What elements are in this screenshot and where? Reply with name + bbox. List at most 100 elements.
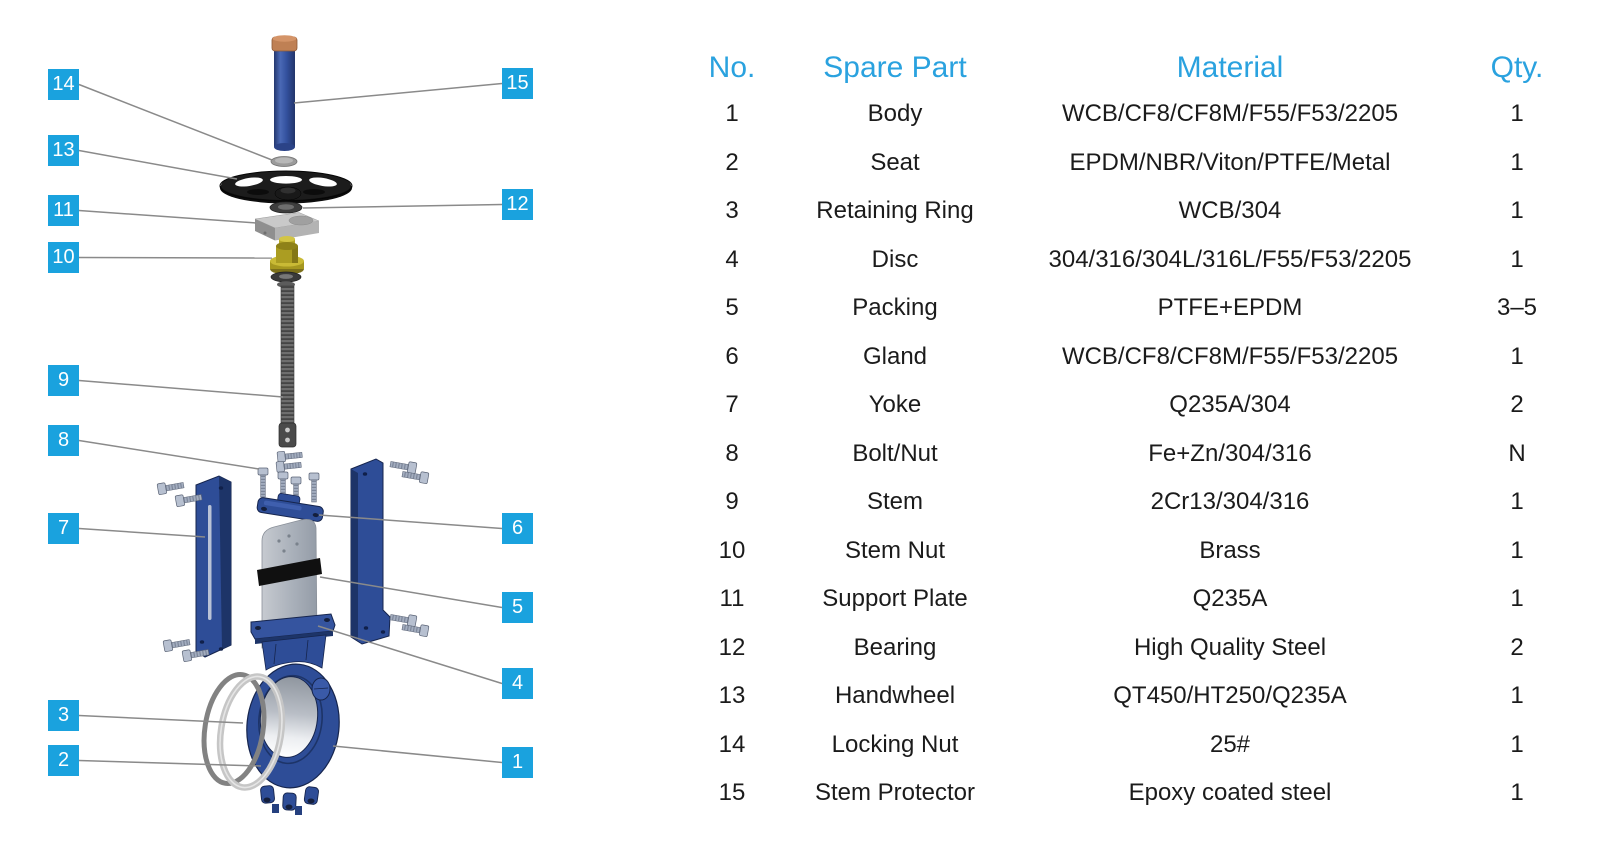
- cell-part: Yoke: [868, 391, 922, 419]
- cell-material: 2Cr13/304/316: [1150, 488, 1310, 516]
- cell-part: Packing: [852, 294, 938, 322]
- stem-washers: [270, 271, 302, 288]
- callout-5: 5: [502, 592, 533, 623]
- cell-part: Stem Protector: [814, 779, 976, 807]
- cell-material: WCB/CF8/CF8M/F55/F53/2205: [1061, 100, 1399, 128]
- cell-no: 7: [725, 391, 739, 419]
- cell-part: Gland: [862, 342, 928, 370]
- header-part: Spare Part: [823, 51, 967, 84]
- cell-qty: 1: [1510, 197, 1524, 225]
- cell-material: 304/316/304L/316L/F55/F53/2205: [1048, 245, 1412, 273]
- cell-part: Stem: [866, 488, 923, 516]
- table-row: 7 Yoke Q235A/304 2: [660, 381, 1560, 430]
- disc-part: [261, 518, 318, 649]
- stem-nut-part: [270, 236, 304, 275]
- stem-part: [278, 285, 297, 448]
- table-header-row: No. Spare Part Material Qty.: [660, 46, 1560, 90]
- cell-material: 25#: [1209, 730, 1251, 758]
- callout-10: 10: [48, 242, 79, 273]
- callout-6: 6: [502, 513, 533, 544]
- table-row: 4 Disc 304/316/304L/316L/F55/F53/2205 1: [660, 236, 1560, 285]
- cell-material: PTFE+EPDM: [1157, 294, 1303, 322]
- table-row: 12 Bearing High Quality Steel 2: [660, 624, 1560, 673]
- cell-no: 13: [718, 682, 746, 710]
- cell-qty: 1: [1510, 585, 1524, 613]
- support-plate-part: [254, 212, 320, 241]
- bearing-part: [269, 201, 303, 214]
- cell-material: Brass: [1199, 536, 1261, 564]
- table-row: 1 Body WCB/CF8/CF8M/F55/F53/2205 1: [660, 90, 1560, 139]
- cell-no: 2: [725, 148, 739, 176]
- cell-no: 3: [725, 197, 739, 225]
- table-row: 15 Stem Protector Epoxy coated steel 1: [660, 769, 1560, 818]
- cell-material: Q235A: [1192, 585, 1268, 613]
- cell-part: Stem Nut: [844, 536, 946, 564]
- cell-material: Fe+Zn/304/316: [1148, 439, 1312, 467]
- locking-nut-part: [270, 156, 298, 167]
- cell-part: Seat: [870, 148, 920, 176]
- cell-material: WCB/304: [1178, 197, 1282, 225]
- cell-material: WCB/CF8/CF8M/F55/F53/2205: [1061, 342, 1399, 370]
- header-material: Material: [1176, 51, 1284, 84]
- callout-12: 12: [502, 189, 533, 220]
- table-body: 1 Body WCB/CF8/CF8M/F55/F53/2205 1 2 Sea…: [660, 90, 1560, 818]
- cell-qty: 3–5: [1496, 294, 1538, 322]
- cell-no: 12: [718, 633, 746, 661]
- cell-part: Retaining Ring: [816, 197, 974, 225]
- cell-no: 11: [719, 585, 745, 613]
- cell-no: 4: [725, 245, 739, 273]
- callout-7: 7: [48, 513, 79, 544]
- header-qty: Qty.: [1490, 51, 1544, 84]
- cell-qty: 1: [1510, 342, 1524, 370]
- table-row: 10 Stem Nut Brass 1: [660, 527, 1560, 576]
- seat-part: [216, 673, 286, 791]
- table-row: 5 Packing PTFE+EPDM 3–5: [660, 284, 1560, 333]
- cell-qty: 1: [1510, 245, 1524, 273]
- cell-qty: 1: [1510, 779, 1524, 807]
- cell-material: Epoxy coated steel: [1128, 779, 1332, 807]
- cell-no: 9: [725, 488, 739, 516]
- leader-lines: [78, 82, 503, 767]
- callout-2: 2: [48, 745, 79, 776]
- callout-13: 13: [48, 135, 79, 166]
- cell-material: High Quality Steel: [1133, 633, 1327, 661]
- header-no: No.: [708, 51, 756, 84]
- cell-no: 14: [718, 730, 746, 758]
- cell-no: 6: [725, 342, 739, 370]
- cell-material: QT450/HT250/Q235A: [1113, 682, 1347, 710]
- cell-qty: 2: [1510, 391, 1524, 419]
- table-row: 6 Gland WCB/CF8/CF8M/F55/F53/2205 1: [660, 333, 1560, 382]
- table-row: 9 Stem 2Cr13/304/316 1: [660, 478, 1560, 527]
- cell-part: Body: [867, 100, 923, 128]
- yoke-right-part: [350, 458, 430, 645]
- cell-no: 1: [725, 100, 739, 128]
- gland-part: [256, 493, 324, 522]
- callout-11: 11: [48, 195, 79, 226]
- cell-qty: 1: [1510, 682, 1524, 710]
- cell-qty: 1: [1510, 148, 1524, 176]
- cell-part: Disc: [871, 245, 919, 273]
- callout-1: 1: [502, 747, 533, 778]
- table-row: 13 Handwheel QT450/HT250/Q235A 1: [660, 672, 1560, 721]
- cell-no: 15: [718, 779, 746, 807]
- cell-part: Bolt/Nut: [852, 439, 938, 467]
- cell-part: Bearing: [853, 633, 937, 661]
- cell-no: 8: [725, 439, 739, 467]
- yoke-left-part: [156, 475, 232, 663]
- cell-part: Locking Nut: [831, 730, 959, 758]
- packing-part: [257, 558, 322, 586]
- callout-15: 15: [502, 68, 533, 99]
- cell-qty: 2: [1510, 633, 1524, 661]
- table-row: 8 Bolt/Nut Fe+Zn/304/316 N: [660, 430, 1560, 479]
- callout-8: 8: [48, 425, 79, 456]
- cell-material: Q235A/304: [1169, 391, 1291, 419]
- cell-part: Handwheel: [834, 682, 956, 710]
- callout-3: 3: [48, 700, 79, 731]
- table-row: 11 Support Plate Q235A 1: [660, 575, 1560, 624]
- spare-parts-table: No. Spare Part Material Qty. 1 Body WCB/…: [660, 46, 1560, 818]
- cell-qty: 1: [1510, 100, 1524, 128]
- body-part: [246, 613, 340, 815]
- callout-9: 9: [48, 365, 79, 396]
- cell-qty: 1: [1510, 536, 1524, 564]
